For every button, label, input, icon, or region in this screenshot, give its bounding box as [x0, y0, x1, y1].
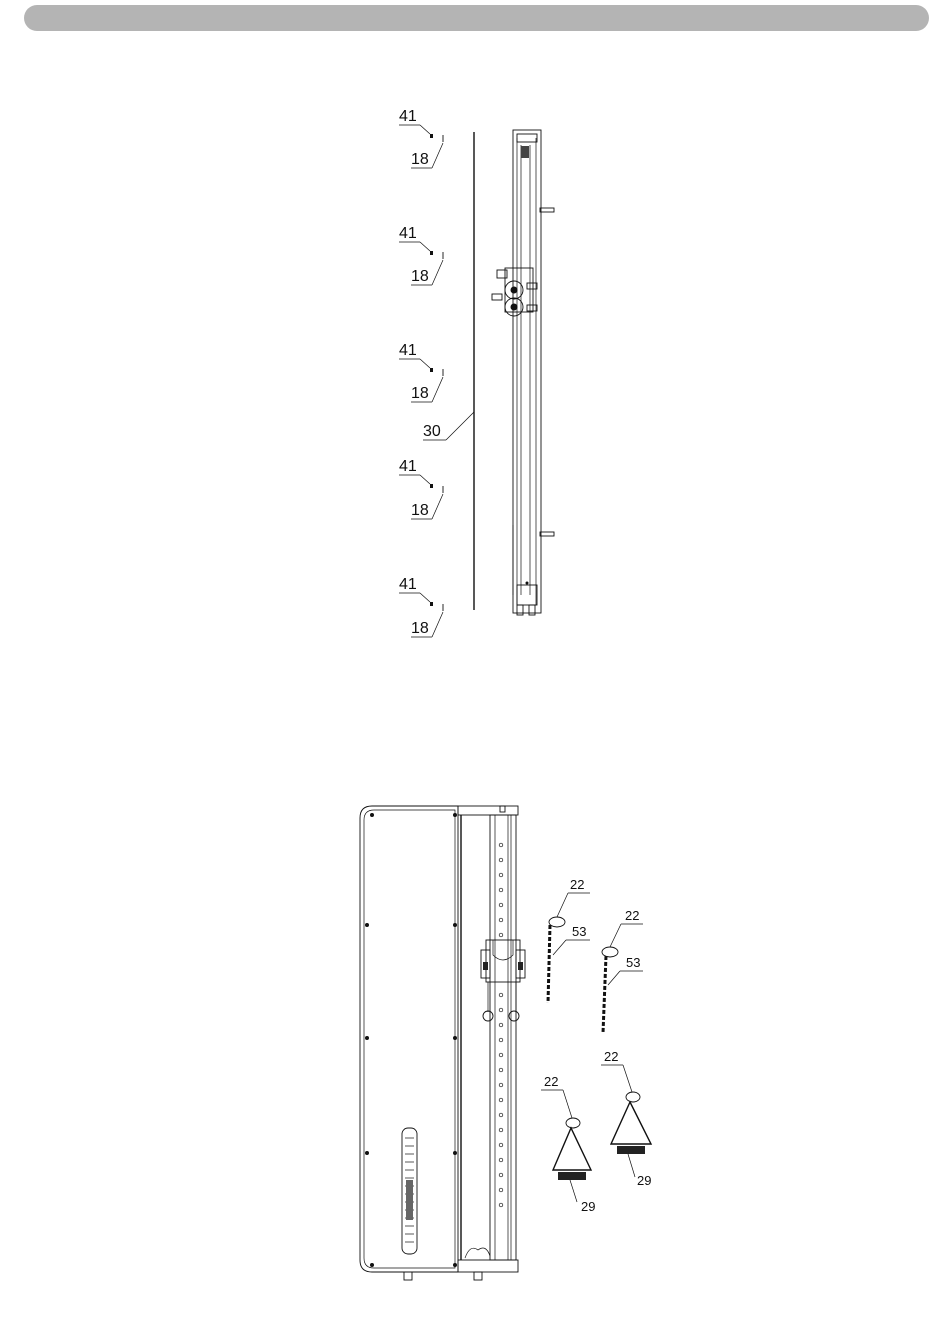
clip-icon: [602, 947, 618, 957]
callout-30: 30: [423, 423, 441, 440]
callout-group-1: 41 18: [399, 108, 443, 168]
callout-41: 41: [399, 576, 417, 593]
callout-29: 29: [637, 1173, 651, 1188]
callout-18: 18: [411, 385, 429, 402]
bolt-icon: [430, 602, 433, 606]
chain-1: 22 53: [548, 877, 590, 1003]
clip-icon: [626, 1092, 640, 1102]
callout-41: 41: [399, 225, 417, 242]
clip-icon: [566, 1118, 580, 1128]
callout-41: 41: [399, 342, 417, 359]
handle-1: 22 29: [541, 1074, 595, 1214]
handle-2: 22 29: [601, 1049, 651, 1188]
chain-2: 22 53: [602, 908, 643, 1033]
callout-22: 22: [570, 877, 584, 892]
callout-53: 53: [626, 955, 640, 970]
upright-column: [513, 130, 554, 615]
callout-18: 18: [411, 502, 429, 519]
callout-22: 22: [625, 908, 639, 923]
bolt-icon: [430, 251, 433, 255]
callout-18: 18: [411, 151, 429, 168]
callout-41: 41: [399, 108, 417, 125]
callout-group-3: 41 18: [399, 342, 443, 402]
callout-41: 41: [399, 458, 417, 475]
bolt-icon: [430, 484, 433, 488]
callout-group-5: 41 18: [399, 576, 443, 637]
chain-icon: [603, 956, 606, 1033]
weight-stack: [402, 1128, 417, 1254]
top-figure: 41 18 41 18 41 18: [399, 108, 554, 637]
callout-group-2: 41 18: [399, 225, 443, 285]
bottom-figure: 22 53 22 53 22 29: [360, 806, 651, 1280]
callout-group-30: 30: [423, 412, 474, 440]
chain-icon: [548, 925, 550, 1003]
callout-22: 22: [544, 1074, 558, 1089]
bolt-icon: [430, 134, 433, 138]
callout-18: 18: [411, 620, 429, 637]
callout-53: 53: [572, 924, 586, 939]
callout-group-4: 41 18: [399, 458, 443, 519]
callout-22: 22: [604, 1049, 618, 1064]
callout-29: 29: [581, 1199, 595, 1214]
handle-icon: [611, 1102, 651, 1144]
handle-icon: [553, 1128, 591, 1170]
adjustment-holes: [499, 843, 503, 1207]
pulley-carriage: [481, 940, 525, 1021]
callout-18: 18: [411, 268, 429, 285]
bolt-icon: [430, 368, 433, 372]
